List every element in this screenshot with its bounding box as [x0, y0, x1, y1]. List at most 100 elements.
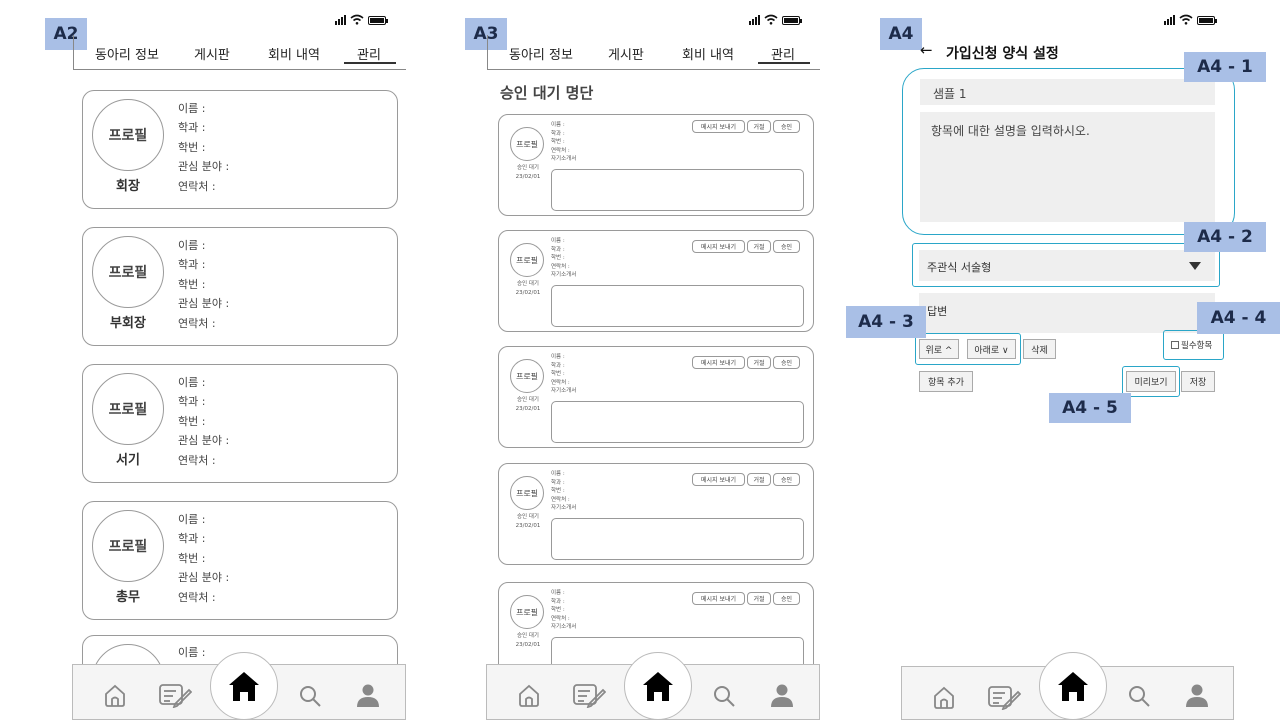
home-button[interactable] [210, 652, 278, 720]
member-card[interactable]: 프로필 회장 이름 :학과 :학번 :관심 분야 :연락처 : [82, 90, 398, 209]
reject-button[interactable]: 거절 [747, 592, 771, 605]
wifi-icon [764, 14, 778, 25]
search-icon[interactable] [712, 684, 736, 708]
status-bar [1164, 14, 1217, 25]
approve-button[interactable]: 승인 [773, 356, 800, 369]
reject-button[interactable]: 거절 [747, 240, 771, 253]
move-up-button[interactable]: 위로 ^ [919, 339, 959, 359]
member-role: 서기 [116, 453, 140, 468]
write-icon[interactable] [572, 682, 606, 708]
type-select[interactable]: 주관식 서술형 [919, 250, 1215, 281]
tab-board[interactable]: 게시판 [608, 48, 644, 63]
tab-manage[interactable]: 관리 [357, 48, 381, 63]
required-checkbox[interactable]: 필수항목 [1171, 339, 1212, 351]
member-card[interactable]: 프로필 서기 이름 :학과 :학번 :관심 분야 :연락처 : [82, 364, 398, 483]
battery-icon [368, 16, 388, 25]
avatar: 프로필 [92, 373, 164, 445]
highlight-a4-4 [1163, 330, 1224, 360]
member-card[interactable]: 프로필 부회장 이름 :학과 :학번 :관심 분야 :연락처 : [82, 227, 398, 346]
screen-tag-a4: A4 [880, 18, 922, 50]
avatar: 프로필 [510, 476, 544, 510]
tab-board[interactable]: 게시판 [194, 48, 230, 63]
avatar: 프로필 [510, 595, 544, 629]
home-outline-icon[interactable] [516, 682, 542, 708]
intro-textbox [551, 518, 804, 560]
back-arrow-icon[interactable]: ← [920, 41, 933, 59]
label-a4-4: A4 - 4 [1197, 302, 1280, 334]
tab-dues[interactable]: 회비 내역 [268, 48, 320, 63]
send-message-button[interactable]: 메시지 보내기 [692, 356, 745, 369]
preview-button[interactable]: 미리보기 [1126, 371, 1176, 392]
write-icon[interactable] [987, 684, 1021, 710]
reject-button[interactable]: 거절 [747, 356, 771, 369]
add-item-button[interactable]: 항목 추가 [919, 371, 973, 392]
status-bar [749, 14, 802, 25]
screen-tag-a2: A2 [45, 18, 87, 50]
tabs-left-border [73, 35, 74, 69]
section-title: 승인 대기 명단 [500, 84, 594, 102]
tab-club-info[interactable]: 동아리 정보 [95, 48, 159, 63]
member-fields: 이름 :학과 :학번 :관심 분야 :연락처 : [178, 102, 230, 193]
member-fields: 이름 :학과 :학번 :관심 분야 :연락처 : [178, 513, 230, 604]
tabs-divider [73, 69, 406, 70]
required-label: 필수항목 [1181, 341, 1213, 351]
member-role: 총무 [116, 590, 140, 605]
send-message-button[interactable]: 메시지 보내기 [692, 592, 745, 605]
label-a4-1: A4 - 1 [1184, 52, 1266, 82]
applicant-fields: 이름 :학과 :학번 :연락처 :자기소개서 [551, 590, 577, 630]
screen-tag-a3: A3 [465, 18, 507, 50]
status-bar [335, 14, 388, 25]
label-a4-2: A4 - 2 [1184, 222, 1266, 252]
delete-button[interactable]: 삭제 [1023, 339, 1056, 359]
home-outline-icon[interactable] [102, 682, 128, 708]
write-icon[interactable] [158, 682, 192, 708]
member-fields: 이름 :학과 :학번 :관심 분야 :연락처 : [178, 376, 230, 467]
avatar: 프로필 [92, 510, 164, 582]
send-message-button[interactable]: 메시지 보내기 [692, 473, 745, 486]
avatar: 프로필 [510, 127, 544, 161]
profile-icon[interactable] [355, 682, 381, 708]
reject-button[interactable]: 거절 [747, 120, 771, 133]
save-button[interactable]: 저장 [1181, 371, 1215, 392]
reject-button[interactable]: 거절 [747, 473, 771, 486]
tab-manage[interactable]: 관리 [771, 48, 795, 63]
search-icon[interactable] [1127, 684, 1151, 708]
signal-icon [1164, 15, 1175, 25]
member-card[interactable]: 프로필 총무 이름 :학과 :학번 :관심 분야 :연락처 : [82, 501, 398, 620]
home-button[interactable] [624, 652, 692, 720]
avatar: 프로필 [92, 99, 164, 171]
highlight-a4-2 [912, 243, 1220, 287]
home-button[interactable] [1039, 652, 1107, 720]
approve-button[interactable]: 승인 [773, 473, 800, 486]
tab-club-info[interactable]: 동아리 정보 [509, 48, 573, 63]
question-title-field[interactable]: 샘플 1 [920, 79, 1215, 105]
applicant-fields: 이름 :학과 :학번 :연락처 :자기소개서 [551, 354, 577, 394]
home-filled-icon [229, 672, 259, 701]
tab-dues[interactable]: 회비 내역 [682, 48, 734, 63]
label-a4-3: A4 - 3 [846, 306, 926, 338]
signal-icon [335, 15, 346, 25]
applicant-fields: 이름 :학과 :학번 :연락처 :자기소개서 [551, 238, 577, 278]
send-message-button[interactable]: 메시지 보내기 [692, 240, 745, 253]
profile-icon[interactable] [1184, 682, 1210, 708]
type-select-value: 주관식 서술형 [927, 261, 992, 274]
send-message-button[interactable]: 메시지 보내기 [692, 120, 745, 133]
move-down-button[interactable]: 아래로 ∨ [967, 339, 1016, 359]
approve-button[interactable]: 승인 [773, 120, 800, 133]
approve-button[interactable]: 승인 [773, 592, 800, 605]
highlight-a4-3 [915, 333, 1021, 365]
approve-button[interactable]: 승인 [773, 240, 800, 253]
top-tabs: 동아리 정보 게시판 회비 내역 관리 [73, 44, 406, 64]
home-outline-icon[interactable] [931, 684, 957, 710]
home-filled-icon [1058, 672, 1088, 701]
profile-icon[interactable] [769, 682, 795, 708]
page-title: 가입신청 양식 설정 [946, 46, 1059, 62]
description-field[interactable]: 항목에 대한 설명을 입력하시오. [920, 112, 1215, 222]
search-icon[interactable] [298, 684, 322, 708]
